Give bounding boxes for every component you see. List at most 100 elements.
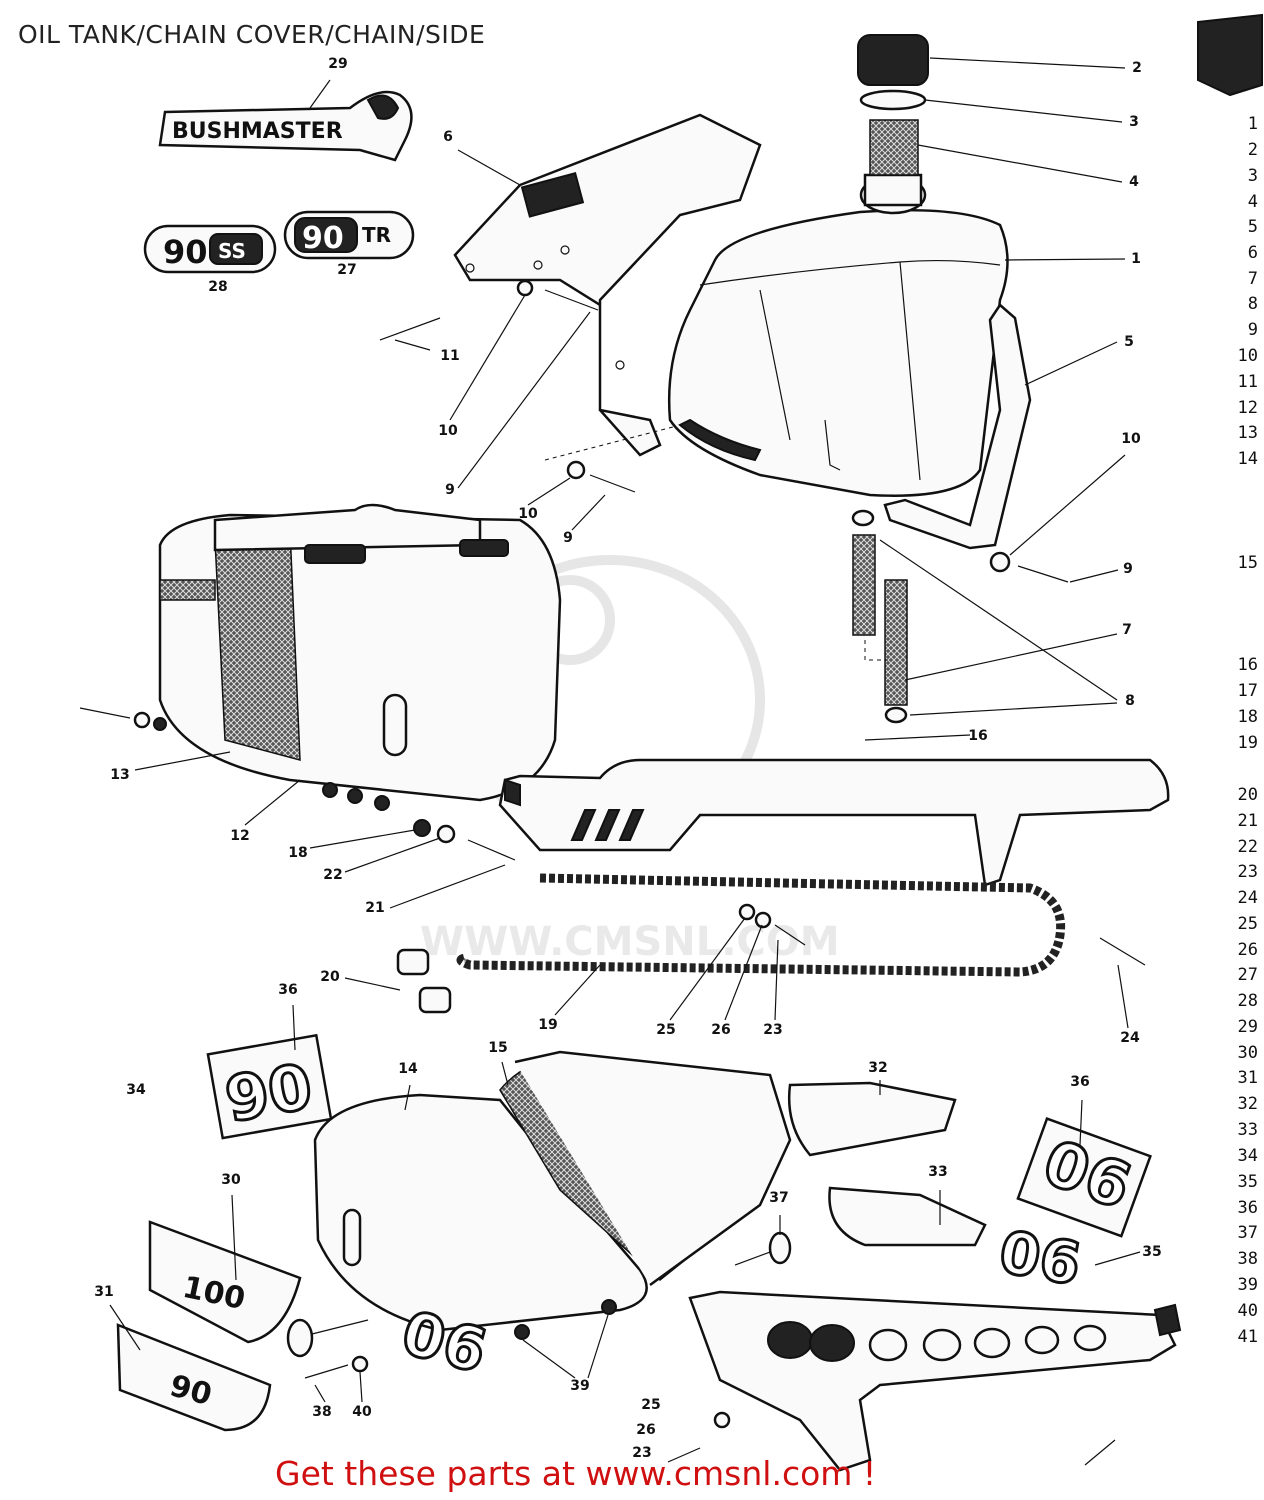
scan-artifact [1197,13,1263,97]
washer-part-22 [436,824,456,844]
callout-2: 2 [1132,60,1142,76]
side-index-2: 2 [1248,140,1258,160]
side-index-18: 18 [1238,707,1258,727]
callout-33: 33 [928,1164,947,1180]
chain-bracket-part-41 [688,1290,1182,1472]
clamp-part-8-a [851,509,875,527]
callout-7: 7 [1122,622,1132,638]
washer-part-10-b [566,460,586,480]
callout-38: 38 [312,1404,331,1420]
side-index-16: 16 [1238,655,1258,675]
bolt-part-24 [1099,937,1146,966]
decal-part-32 [788,1081,957,1157]
washer-part-26 [754,911,772,929]
bushmaster-decal-text: BUSHMASTER [172,119,343,144]
callout-30: 30 [221,1172,241,1188]
side-index-7: 7 [1248,269,1258,289]
emblem-90-part-31: 90 [116,1323,272,1432]
bolt-part-23-b [1084,1439,1116,1466]
callout-23: 23 [632,1445,651,1461]
callout-6: 6 [443,129,453,145]
side-index-37: 37 [1238,1223,1258,1243]
side-index-29: 29 [1238,1017,1258,1037]
callout-9: 9 [445,482,455,498]
badge-90ss-number: 90 [163,233,208,271]
chain-cover-part-16 [498,758,1170,887]
side-index-36: 36 [1238,1198,1258,1218]
side-index-21: 21 [1238,811,1258,831]
side-index-4: 4 [1248,192,1258,212]
side-index-38: 38 [1238,1249,1258,1269]
callout-21: 21 [365,900,384,916]
bolt-part-9-b [589,474,636,493]
decal-90-part-36-right: 90 [1016,1116,1152,1238]
decal-part-33 [828,1186,987,1247]
side-index-23: 23 [1238,862,1258,882]
side-index-33: 33 [1238,1120,1258,1140]
grommet-part-18 [413,819,431,837]
hose-part-7-b [884,579,908,706]
side-index-25: 25 [1238,914,1258,934]
side-index-14: 14 [1238,449,1258,469]
callout-13: 13 [110,767,129,783]
bolt-part-9-c [1017,565,1069,583]
callout-35: 35 [1142,1244,1161,1260]
decal-90-part-35: 90 [993,1214,1087,1298]
badge-90ss: 90 SS [143,224,277,274]
callout-20: 20 [320,969,340,985]
screw-part-38 [304,1364,349,1379]
callout-39: 39 [570,1378,589,1394]
callout-9: 9 [563,530,573,546]
callout-32: 32 [868,1060,887,1076]
side-cover-part-12 [158,503,562,811]
side-index-11: 11 [1238,372,1258,392]
callout-36: 36 [278,982,297,998]
callout-9: 9 [1123,561,1133,577]
decal-90-part-35-text: 90 [995,1215,1086,1296]
hose-part-7-a [852,534,876,636]
side-index-39: 39 [1238,1275,1258,1295]
side-index-17: 17 [1238,681,1258,701]
washer-part-10-c [989,551,1011,573]
callout-19: 19 [538,1017,557,1033]
filler-neck-part-4 [869,119,919,176]
callout-22: 22 [323,867,342,883]
side-index-26: 26 [1238,940,1258,960]
leader-lines [109,57,1141,1403]
side-index-19: 19 [1238,733,1258,753]
side-index-28: 28 [1238,991,1258,1011]
clip-part-11 [379,317,441,341]
washer-part-13-b [153,717,167,731]
callout-23: 23 [763,1022,782,1038]
footer-link[interactable]: Get these parts at www.cmsnl.com ! [275,1454,877,1493]
callout-26: 26 [711,1022,730,1038]
callout-15: 15 [488,1040,507,1056]
side-index-31: 31 [1238,1068,1258,1088]
knob-part-38-assembly [286,1318,369,1358]
side-index-20: 20 [1238,785,1258,805]
side-index-9: 9 [1248,320,1258,340]
side-index-41: 41 [1238,1327,1258,1347]
decal-90-left-text: 90 [220,1049,318,1136]
callout-5: 5 [1124,334,1134,350]
nut-part-39-b [601,1299,617,1315]
callout-4: 4 [1129,174,1139,190]
callout-37: 37 [769,1190,788,1206]
callout-34: 34 [126,1082,146,1098]
tank-strap-part-5 [883,303,1032,550]
side-index-5: 5 [1248,217,1258,237]
oil-tank-part-1 [667,173,1009,497]
side-index-40: 40 [1238,1301,1258,1321]
callout-36: 36 [1070,1074,1089,1090]
badge-90tr-suffix: TR [362,223,391,247]
callout-40: 40 [352,1404,372,1420]
side-index-15: 15 [1238,553,1258,573]
drive-chain-part-19 [456,873,1066,977]
badge-90ss-suffix: SS [218,239,246,263]
callout-12: 12 [230,828,249,844]
washer-part-25-b [713,1411,731,1429]
badge-90tr: 90 TR [283,210,415,260]
side-index-22: 22 [1238,837,1258,857]
side-index-32: 32 [1238,1094,1258,1114]
bushmaster-decal: BUSHMASTER [158,90,413,162]
